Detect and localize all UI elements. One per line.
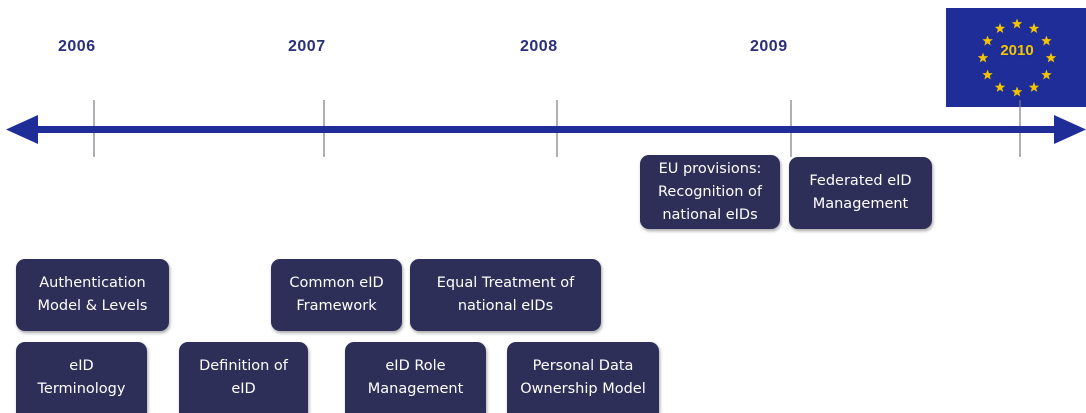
- year-2010: 2010: [1000, 42, 1034, 59]
- milestone-common-framework: Common eID Framework: [271, 259, 402, 331]
- star-icon: [1028, 23, 1040, 33]
- milestone-role-management: eID Role Management: [345, 342, 486, 413]
- eu-flag: 2010: [946, 8, 1086, 107]
- star-icon: [1041, 35, 1052, 46]
- star-icon: [1028, 81, 1040, 92]
- year-2006: 2006: [58, 38, 96, 55]
- year-2008: 2008: [520, 38, 558, 55]
- arrow-right-icon: [1054, 115, 1086, 144]
- star-icon: [1045, 52, 1057, 63]
- star-icon: [1041, 69, 1052, 80]
- star-icon: [1011, 18, 1023, 29]
- star-icon: [977, 52, 989, 63]
- eu-stars-icon: [977, 18, 1057, 97]
- star-icon: [994, 23, 1006, 33]
- year-2007: 2007: [288, 38, 326, 55]
- milestone-definition: Definition of eID: [179, 342, 308, 413]
- arrow-left-icon: [6, 115, 38, 144]
- star-icon: [982, 69, 993, 80]
- star-icon: [1011, 86, 1023, 97]
- milestone-federated-eid: Federated eID Management: [789, 157, 932, 229]
- milestone-terminology: eID Terminology: [16, 342, 147, 413]
- milestone-authentication-model: Authentication Model & Levels: [16, 259, 169, 331]
- axis-line: [30, 126, 1060, 133]
- milestone-personal-data: Personal Data Ownership Model: [507, 342, 659, 413]
- star-icon: [994, 81, 1006, 92]
- star-icon: [982, 35, 993, 46]
- year-2009: 2009: [750, 38, 788, 55]
- milestone-equal-treatment: Equal Treatment of national eIDs: [410, 259, 601, 331]
- milestone-eu-provisions: EU provisions: Recognition of national e…: [640, 155, 780, 229]
